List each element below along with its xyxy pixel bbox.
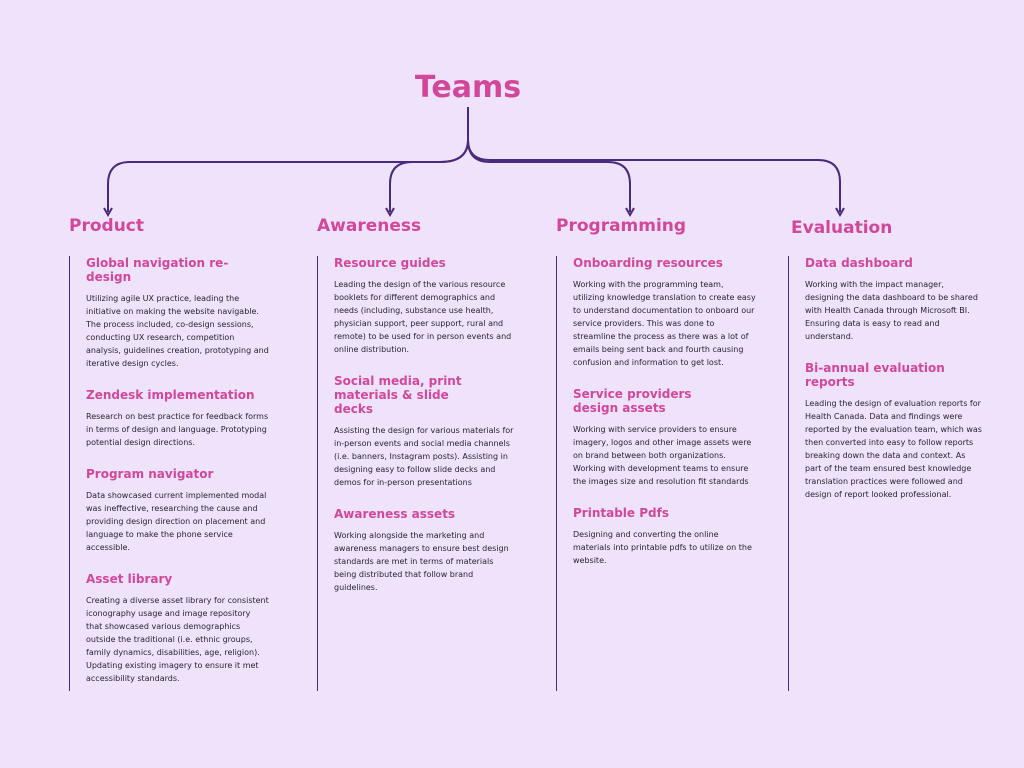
arrowhead-evaluation — [835, 207, 845, 218]
connector-evaluation — [467, 139, 841, 212]
section-asset-library: Asset library Creating a diverse asset l… — [86, 572, 269, 685]
section-service-providers: Service providers design assets Working … — [573, 387, 756, 488]
section-program-navigator: Program navigator Data showcased current… — [86, 467, 269, 554]
section-title: Resource guides — [334, 256, 446, 270]
arrowhead-programming — [625, 207, 635, 218]
connector-product — [107, 139, 469, 212]
section-body: Leading the design of the various resour… — [334, 280, 512, 354]
page-title: Teams — [414, 70, 522, 105]
section-global-navigation: Global navigation re-design Utilizing ag… — [86, 256, 269, 370]
section-body: Assisting the design for various materia… — [334, 426, 514, 487]
column-programming: Onboarding resources Working with the pr… — [556, 256, 756, 691]
section-title: Bi-annual evaluation reports — [805, 361, 945, 389]
section-body: Data showcased current implemented modal… — [86, 491, 267, 552]
section-body: Working with the programming team, utili… — [573, 280, 756, 367]
section-title: Zendesk implementation — [86, 388, 255, 402]
section-awareness-assets: Awareness assets Working alongside the m… — [334, 507, 517, 594]
column-product: Global navigation re-design Utilizing ag… — [69, 256, 269, 691]
section-body: Utilizing agile UX practice, leading the… — [86, 294, 269, 368]
column-heading-awareness: Awareness — [317, 216, 422, 236]
section-resource-guides: Resource guides Leading the design of th… — [334, 256, 517, 356]
arrowhead-awareness — [385, 207, 395, 218]
column-awareness: Resource guides Leading the design of th… — [317, 256, 517, 691]
section-printable-pdfs: Printable Pdfs Designing and converting … — [573, 506, 756, 567]
connector-awareness — [389, 139, 469, 212]
section-title: Printable Pdfs — [573, 506, 669, 520]
section-body: Working with service providers to ensure… — [573, 425, 752, 486]
section-title: Global navigation re-design — [86, 256, 229, 284]
section-body: Working with the impact manager, designi… — [805, 280, 978, 341]
section-title: Onboarding resources — [573, 256, 723, 270]
column-heading-evaluation: Evaluation — [791, 218, 893, 238]
arrowhead-product — [103, 207, 113, 218]
section-zendesk: Zendesk implementation Research on best … — [86, 388, 269, 449]
section-biannual-reports: Bi-annual evaluation reports Leading the… — [805, 361, 984, 501]
section-body: Designing and converting the online mate… — [573, 530, 752, 565]
column-heading-product: Product — [69, 216, 144, 236]
section-title: Data dashboard — [805, 256, 913, 270]
section-title: Asset library — [86, 572, 173, 586]
section-title: Program navigator — [86, 467, 214, 481]
section-data-dashboard: Data dashboard Working with the impact m… — [805, 256, 984, 343]
section-onboarding-resources: Onboarding resources Working with the pr… — [573, 256, 756, 369]
column-heading-programming: Programming — [556, 216, 687, 236]
section-title: Awareness assets — [334, 507, 456, 521]
section-body: Leading the design of evaluation reports… — [805, 399, 982, 499]
section-body: Working alongside the marketing and awar… — [334, 531, 509, 592]
section-body: Creating a diverse asset library for con… — [86, 596, 269, 683]
section-title: Social media, print materials & slide de… — [334, 374, 462, 416]
section-social-media: Social media, print materials & slide de… — [334, 374, 517, 489]
section-body: Research on best practice for feedback f… — [86, 412, 269, 447]
column-evaluation: Data dashboard Working with the impact m… — [788, 256, 984, 691]
connector-programming — [467, 139, 631, 212]
section-title: Service providers design assets — [573, 387, 692, 415]
